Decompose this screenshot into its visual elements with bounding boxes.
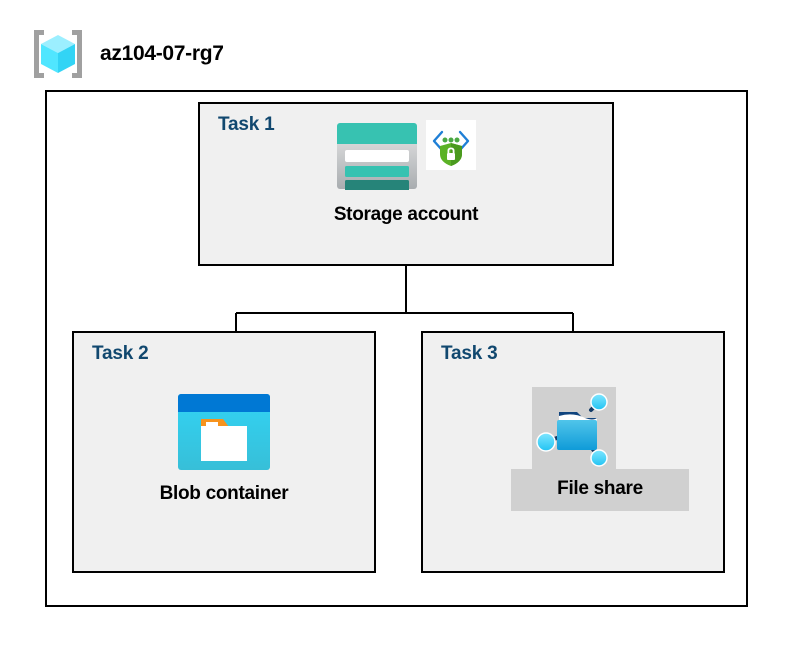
resource-group-cube-icon (30, 28, 86, 80)
resource-group-header: az104-07-rg7 (30, 28, 224, 80)
file-share-icon (535, 393, 613, 474)
task-1-label: Task 1 (218, 114, 275, 135)
blob-container-caption: Blob container (159, 483, 289, 504)
file-share-node[interactable] (535, 390, 613, 475)
storage-account-node[interactable] (200, 120, 612, 195)
storage-account-caption: Storage account (333, 204, 479, 225)
task-3-label: Task 3 (441, 343, 498, 364)
file-share-label-highlight (511, 469, 689, 511)
storage-account-icon (336, 120, 418, 195)
resource-group-name: az104-07-rg7 (100, 42, 224, 65)
task-2-label: Task 2 (92, 343, 149, 364)
task-box-2[interactable]: Task 2 Blob container (72, 331, 376, 573)
blob-container-node[interactable] (74, 393, 374, 476)
file-share-caption: File share (557, 478, 643, 499)
data-encryption-shield-icon (426, 120, 476, 175)
task-box-1[interactable]: Task 1 (198, 102, 614, 266)
blob-container-icon (177, 393, 271, 476)
task-box-3[interactable]: Task 3 (421, 331, 725, 573)
